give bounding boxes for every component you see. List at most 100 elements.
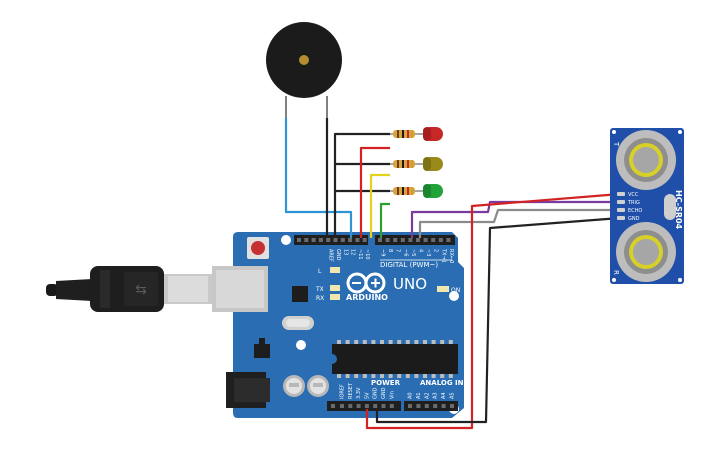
sensor-pin[interactable] <box>617 216 625 220</box>
digital-pin-hole[interactable] <box>408 238 413 242</box>
digital-pin-hole[interactable] <box>400 238 405 242</box>
power-pin-hole[interactable] <box>381 404 386 408</box>
digital-pin-hole[interactable] <box>318 238 323 242</box>
wire-green-led <box>379 202 390 238</box>
sensor-pin-label: TRIG <box>627 200 640 206</box>
led-green[interactable] <box>423 184 443 198</box>
chip-pin <box>337 374 341 378</box>
digital-pin-hole[interactable] <box>304 238 309 242</box>
wire-gray-echo <box>418 208 620 238</box>
digital-pin-hole[interactable] <box>333 238 338 242</box>
led-yellow[interactable] <box>423 157 443 171</box>
digital-pin-label: ~6 <box>402 249 408 256</box>
analog-pin-hole[interactable] <box>441 404 446 408</box>
digital-pin-hole[interactable] <box>311 238 316 242</box>
wire-red-vcc <box>365 192 621 430</box>
digital-pin-label: ~11 <box>357 249 363 260</box>
digital-pin-label: ~3 <box>425 249 431 256</box>
chip-pin <box>371 374 376 378</box>
led-red[interactable] <box>423 127 443 141</box>
analog-pin-hole[interactable] <box>450 404 454 408</box>
sensor-pin[interactable] <box>617 208 625 212</box>
led-tx <box>330 285 340 291</box>
power-pin-hole[interactable] <box>389 404 394 408</box>
chip-pin <box>397 340 402 344</box>
digital-pin-hole[interactable] <box>416 238 420 242</box>
wires <box>284 118 621 430</box>
analog-header[interactable] <box>404 401 458 411</box>
model-text: UNO <box>393 275 427 293</box>
chip-pin <box>354 340 359 344</box>
digital-pin-hole[interactable] <box>362 238 367 242</box>
reset-button[interactable] <box>247 237 269 259</box>
digital-pin-hole[interactable] <box>378 238 382 242</box>
usb-controller-chip <box>292 286 308 302</box>
analog-pin-hole[interactable] <box>433 404 438 408</box>
wire-blue-buzzer <box>284 118 353 238</box>
sensor-pin-label: ECHO <box>628 208 642 214</box>
analog-pin-label: A2 <box>424 392 430 399</box>
power-pin-hole[interactable] <box>364 404 369 408</box>
power-pin-hole[interactable] <box>331 404 335 408</box>
digital-pin-hole[interactable] <box>385 238 390 242</box>
power-pin-hole[interactable] <box>340 404 344 408</box>
chip-pin <box>337 340 341 344</box>
digital-pin-hole[interactable] <box>431 238 436 242</box>
label-tx: TX <box>315 286 324 293</box>
sensor-model: HC-SR04 <box>674 190 683 230</box>
digital-header[interactable] <box>294 235 455 245</box>
capacitor <box>307 375 329 397</box>
digital-pin-label: GND <box>335 249 341 261</box>
analog-pin-hole[interactable] <box>408 404 412 408</box>
digital-pin-hole[interactable] <box>355 238 360 242</box>
digital-pin-hole[interactable] <box>423 238 428 242</box>
analog-pin-label: A4 <box>441 392 447 399</box>
dc-power-jack[interactable] <box>226 372 270 408</box>
power-header[interactable] <box>327 401 401 411</box>
digital-pin-label: 4 <box>418 249 424 252</box>
chip-pin <box>362 374 367 378</box>
wire-red-led <box>359 146 390 238</box>
digital-pin-hole[interactable] <box>326 238 331 242</box>
sensor-pin[interactable] <box>617 192 625 196</box>
chip-pin <box>405 374 410 378</box>
digital-pin-label: 8 <box>387 249 393 252</box>
resistor[interactable] <box>390 130 425 138</box>
transducer-receiver <box>616 222 676 282</box>
chip-pin <box>431 374 436 378</box>
analog-pin-label: A5 <box>450 392 456 399</box>
piezo-buzzer[interactable] <box>266 22 342 120</box>
power-label: POWER <box>371 379 401 387</box>
power-pin-label: IOREF <box>340 384 346 399</box>
power-pin-hole[interactable] <box>356 404 361 408</box>
chip-pin <box>423 340 427 344</box>
capacitor <box>283 375 305 397</box>
digital-pin-hole[interactable] <box>340 238 345 242</box>
digital-pin-hole[interactable] <box>348 238 353 242</box>
resistor[interactable] <box>390 160 425 168</box>
analog-pin-hole[interactable] <box>416 404 421 408</box>
chip-pin <box>397 374 402 378</box>
usb-cable[interactable]: ⇆ <box>46 266 212 312</box>
chip-pin <box>440 374 445 378</box>
analog-pin-label: A1 <box>416 392 422 399</box>
digital-pin-hole[interactable] <box>438 238 443 242</box>
chip-pin <box>354 374 359 378</box>
sensor-label-r: R <box>612 270 620 275</box>
sensor-pin[interactable] <box>617 200 625 204</box>
analog-pin-label: A0 <box>408 392 414 399</box>
digital-pin-label: 7 <box>395 249 401 252</box>
digital-pin-hole[interactable] <box>297 238 301 242</box>
analog-pin-hole[interactable] <box>424 404 429 408</box>
digital-pin-hole[interactable] <box>446 238 451 242</box>
resistor[interactable] <box>390 187 425 195</box>
power-pin-hole[interactable] <box>348 404 353 408</box>
chip-pin <box>440 340 445 344</box>
power-pin-hole[interactable] <box>373 404 378 408</box>
digital-pin-label: RX←0 <box>448 249 454 263</box>
label-rx: RX <box>316 295 324 302</box>
digital-pin-hole[interactable] <box>393 238 398 242</box>
